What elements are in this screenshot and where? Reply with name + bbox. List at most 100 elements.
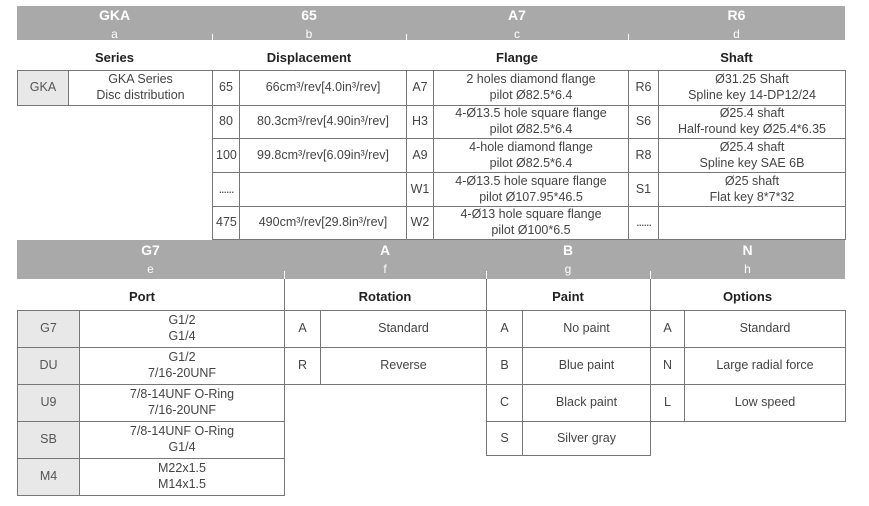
shaft-line2: Spline key 14-DP12/24 <box>688 88 816 102</box>
band-divider <box>284 271 285 279</box>
displacement-value: 99.8cm³/rev[6.09in³/rev] <box>239 138 407 173</box>
port-line1: 7/8-14UNF O-Ring <box>129 424 235 439</box>
code-value: GKA <box>98 7 131 23</box>
port-line2: G1/4 <box>168 329 196 343</box>
flange-code: W2 <box>406 206 434 240</box>
table-row: G7 G1/2 G1/4 <box>17 310 285 348</box>
shaft-code: R6 <box>628 70 659 106</box>
series-desc-line2: Disc distribution <box>96 88 185 102</box>
band-divider <box>628 34 629 40</box>
code-value: A7 <box>508 7 526 23</box>
table-row: A Standard <box>284 310 487 348</box>
port-code: SB <box>17 421 80 459</box>
section-title-shaft: Shaft <box>720 50 753 65</box>
table-row: GKA GKA Series Disc distribution 65 66cm… <box>17 70 846 106</box>
code-value: N <box>742 242 753 258</box>
code-letter: a <box>111 27 118 41</box>
code-letter: g <box>564 262 572 276</box>
port-code: U9 <box>17 384 80 422</box>
flange-line1: 4-hole diamond flange <box>469 139 593 154</box>
section-title-port: Port <box>129 289 155 304</box>
port-line2: M14x1.5 <box>158 477 206 491</box>
shaft-description <box>658 206 846 240</box>
port-line1: G1/2 <box>168 313 196 328</box>
options-value: Standard <box>684 310 846 348</box>
options-table: A Standard N Large radial force L Low sp… <box>650 310 846 422</box>
flange-line2: pilot Ø100*6.5 <box>491 223 571 237</box>
flange-line2: pilot Ø82.5*6.4 <box>489 155 573 170</box>
bottom-code-band <box>17 240 845 279</box>
port-line1: 7/8-14UNF O-Ring <box>129 387 235 402</box>
table-row: C Black paint <box>486 384 651 422</box>
paint-code: S <box>486 421 523 456</box>
options-code: N <box>650 347 685 385</box>
code-header-shaft: R6 d <box>628 8 845 40</box>
table-row: B Blue paint <box>486 347 651 385</box>
section-title-options: Options <box>722 289 773 304</box>
paint-code: A <box>486 310 523 348</box>
series-code: GKA <box>17 70 69 106</box>
section-title-series: Series <box>94 50 135 65</box>
code-value: G7 <box>141 242 160 258</box>
empty-cell <box>18 173 213 207</box>
code-letter: b <box>305 27 313 41</box>
port-description: 7/8-14UNF O-Ring G1/4 <box>79 421 285 459</box>
port-code: DU <box>17 347 80 385</box>
displacement-value: 66cm³/rev[4.0in³/rev] <box>239 70 407 106</box>
section-title-displacement: Displacement <box>266 50 352 65</box>
options-code: A <box>650 310 685 348</box>
displacement-code: 80 <box>212 105 240 139</box>
rotation-table: A Standard R Reverse <box>284 310 487 385</box>
paint-code: B <box>486 347 523 385</box>
flange-description: 4-Ø13.5 hole square flange pilot Ø82.5*6… <box>433 105 629 139</box>
rotation-code: A <box>284 310 321 348</box>
shaft-code: R8 <box>628 138 659 173</box>
code-value: A <box>379 242 391 258</box>
table-row: DU G1/2 7/16-20UNF <box>17 347 285 385</box>
port-description: M22x1.5 M14x1.5 <box>79 458 285 496</box>
table-row: 475 490cm³/rev[29.8in³/rev] W2 4-Ø13 hol… <box>18 206 846 240</box>
options-code: L <box>650 384 685 422</box>
shaft-description: Ø25.4 shaft Spline key SAE 6B <box>658 138 846 173</box>
paint-value: Black paint <box>522 384 651 422</box>
rotation-value: Reverse <box>320 347 487 385</box>
table-row: N Large radial force <box>650 347 846 385</box>
flange-code: W1 <box>406 172 434 207</box>
paint-table: A No paint B Blue paint C Black paint S … <box>486 310 651 456</box>
shaft-line1: Ø31.25 Shaft <box>715 72 789 87</box>
flange-description: 4-Ø13.5 hole square flange pilot Ø107.95… <box>433 172 629 207</box>
code-header-displacement: 65 b <box>212 8 406 40</box>
shaft-description: Ø31.25 Shaft Spline key 14-DP12/24 <box>658 70 846 106</box>
table-row: ...... W1 4-Ø13.5 hole square flange pil… <box>18 172 846 207</box>
code-letter: e <box>147 262 154 276</box>
shaft-description: Ø25.4 shaft Half-round key Ø25.4*6.35 <box>658 105 846 139</box>
table-row: 100 99.8cm³/rev[6.09in³/rev] A9 4-hole d… <box>18 138 846 173</box>
displacement-value: 490cm³/rev[29.8in³/rev] <box>239 206 407 240</box>
code-value: B <box>562 242 574 258</box>
band-divider <box>486 271 487 279</box>
band-divider <box>212 34 213 40</box>
table-row: M4 M22x1.5 M14x1.5 <box>17 458 285 496</box>
code-letter: d <box>733 27 740 41</box>
displacement-value <box>239 172 407 207</box>
shaft-line1: Ø25.4 shaft <box>719 139 785 154</box>
flange-description: 4-Ø13 hole square flange pilot Ø100*6.5 <box>433 206 629 240</box>
shaft-line1: Ø25 shaft <box>724 173 780 188</box>
port-description: G1/2 7/16-20UNF <box>79 347 285 385</box>
shaft-code: S6 <box>628 105 659 139</box>
code-header-rotation: A f <box>284 243 486 275</box>
series-desc-line1: GKA Series <box>108 72 173 87</box>
top-code-band <box>17 6 845 40</box>
flange-line2: pilot Ø107.95*46.5 <box>479 189 583 204</box>
shaft-line2: Half-round key Ø25.4*6.35 <box>677 122 826 136</box>
flange-line1: 4-Ø13 hole square flange <box>460 207 602 222</box>
flange-line2: pilot Ø82.5*6.4 <box>489 88 573 102</box>
table-row: 80 80.3cm³/rev[4.90in³/rev] H3 4-Ø13.5 h… <box>18 105 846 139</box>
table-row: U9 7/8-14UNF O-Ring 7/16-20UNF <box>17 384 285 422</box>
port-description: G1/2 G1/4 <box>79 310 285 348</box>
code-header-series: GKA a <box>17 8 212 40</box>
displacement-code: 100 <box>212 138 240 173</box>
options-value: Low speed <box>684 384 846 422</box>
empty-cell <box>18 139 213 173</box>
flange-description: 2 holes diamond flange pilot Ø82.5*6.4 <box>433 70 629 106</box>
